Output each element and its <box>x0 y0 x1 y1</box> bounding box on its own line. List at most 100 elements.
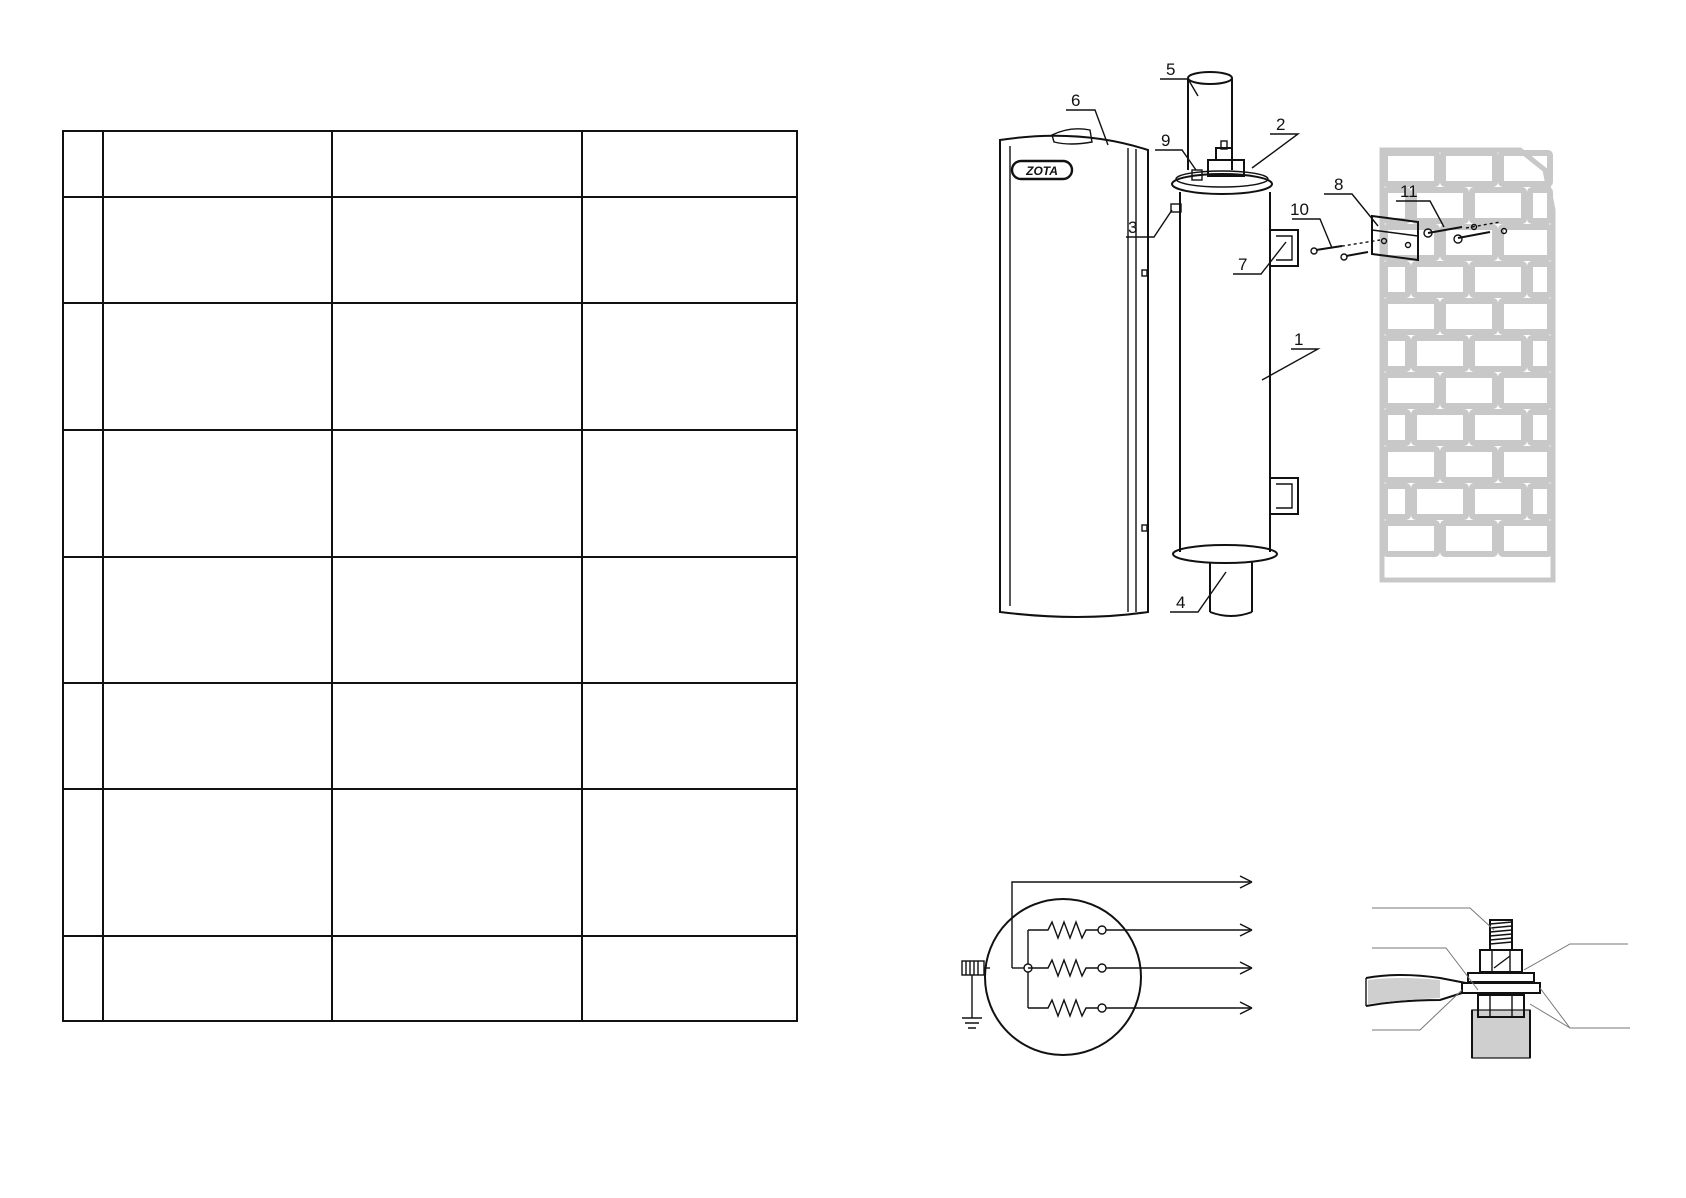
brick <box>1440 372 1498 409</box>
mounting-hardware <box>1310 214 1508 262</box>
table-row <box>62 196 798 304</box>
table-cell <box>331 935 583 1022</box>
table-cell <box>102 130 333 198</box>
table-row <box>62 935 798 1022</box>
table-cell <box>581 130 798 198</box>
callout-4: 4 <box>1176 593 1185 612</box>
callout-2: 2 <box>1276 115 1285 134</box>
brick <box>1382 335 1411 372</box>
brick <box>1498 372 1553 409</box>
table-row <box>62 302 798 431</box>
callout-9: 9 <box>1161 131 1170 150</box>
table-cell <box>102 196 333 304</box>
callout-8: 8 <box>1334 175 1343 194</box>
table-row <box>62 556 798 684</box>
brick <box>1382 298 1440 335</box>
brick <box>1527 187 1553 224</box>
zota-logo: ZOTA <box>1010 159 1074 181</box>
terminal-detail <box>1365 907 1630 1059</box>
table-cell <box>331 130 583 198</box>
table-cell <box>331 302 583 431</box>
brick <box>1382 446 1440 483</box>
callout-7: 7 <box>1238 255 1247 274</box>
brick <box>1527 261 1553 298</box>
brick <box>1411 261 1469 298</box>
table-cell <box>331 196 583 304</box>
table-cell <box>581 429 798 558</box>
brick <box>1527 335 1553 372</box>
callout-6: 6 <box>1071 91 1080 110</box>
table-cell <box>62 302 104 431</box>
table-cell <box>62 682 104 790</box>
table-cell <box>581 556 798 684</box>
callout-3: 3 <box>1128 218 1137 237</box>
table-cell <box>62 130 104 198</box>
brick <box>1440 150 1498 187</box>
brick <box>1411 409 1469 446</box>
brick <box>1527 409 1553 446</box>
brick <box>1382 187 1411 224</box>
table-cell <box>581 196 798 304</box>
brick <box>1469 261 1527 298</box>
brick <box>1440 224 1498 261</box>
brick <box>1498 446 1553 483</box>
table-cell <box>62 935 104 1022</box>
callout-10: 10 <box>1290 200 1309 219</box>
brick <box>1440 298 1498 335</box>
brick <box>1411 483 1469 520</box>
boiler-casing: ZOTA <box>999 128 1149 618</box>
callout-5: 5 <box>1166 60 1175 79</box>
table-row <box>62 429 798 558</box>
table-cell <box>331 682 583 790</box>
brick <box>1382 224 1440 261</box>
table-cell <box>62 196 104 304</box>
table-row <box>62 788 798 937</box>
brick <box>1382 150 1440 187</box>
callout-numbers: 5 6 2 9 3 7 8 10 11 1 4 <box>1071 60 1418 612</box>
svg-text:ZOTA: ZOTA <box>1025 164 1058 178</box>
brick <box>1382 483 1411 520</box>
brick <box>1498 150 1553 187</box>
heating-body <box>1170 71 1299 617</box>
callout-11: 11 <box>1400 182 1418 201</box>
table-cell <box>581 935 798 1022</box>
table-cell <box>331 788 583 937</box>
brick <box>1411 187 1469 224</box>
brick <box>1382 520 1440 557</box>
table-cell <box>102 788 333 937</box>
table-cell <box>581 682 798 790</box>
brick <box>1440 520 1498 557</box>
table-cell <box>581 302 798 431</box>
leader-lines <box>1066 78 1445 613</box>
table-cell <box>102 682 333 790</box>
brick <box>1469 409 1527 446</box>
brick-wall <box>1379 147 1556 583</box>
table-cell <box>102 935 333 1022</box>
table-row <box>62 682 798 790</box>
brick <box>1411 335 1469 372</box>
wiring-schematic <box>961 875 1253 1056</box>
brick <box>1527 483 1553 520</box>
table-cell <box>581 788 798 937</box>
table-cell <box>62 556 104 684</box>
table-cell <box>62 429 104 558</box>
table-cell <box>102 556 333 684</box>
brick <box>1498 224 1553 261</box>
brick <box>1382 409 1411 446</box>
table-cell <box>62 788 104 937</box>
parameters-table <box>62 130 798 1022</box>
brick <box>1498 298 1553 335</box>
table-row <box>62 130 798 198</box>
table-cell <box>331 429 583 558</box>
brick <box>1469 483 1527 520</box>
brick <box>1469 335 1527 372</box>
brick <box>1440 446 1498 483</box>
table-cell <box>102 429 333 558</box>
callout-1: 1 <box>1294 330 1303 349</box>
brick <box>1382 372 1440 409</box>
table-cell <box>331 556 583 684</box>
brick <box>1498 520 1553 557</box>
brick <box>1382 261 1411 298</box>
